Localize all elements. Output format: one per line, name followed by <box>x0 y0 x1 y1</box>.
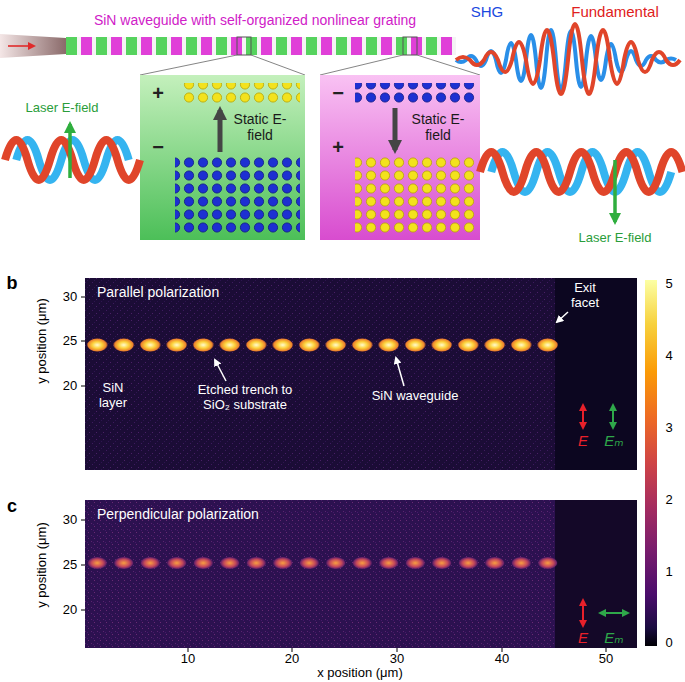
field-symbol: Eₘ <box>604 629 623 646</box>
zoom-box <box>237 37 251 55</box>
negative-charges <box>355 83 475 105</box>
static-field-arrow <box>218 110 223 152</box>
field-label: Laser E-field <box>579 231 652 246</box>
tick-label: 20 <box>63 603 77 618</box>
input-arrow <box>8 45 34 47</box>
panel-letter: b <box>7 273 18 294</box>
annotation: Etched trench to SiO₂ substrate <box>183 383 307 413</box>
tick-label: 30 <box>63 290 77 305</box>
axis-ticks <box>81 297 606 652</box>
tick-label: 50 <box>599 652 613 667</box>
microscope-image <box>85 278 637 470</box>
tick-label: 20 <box>285 652 299 667</box>
field-label: Static E-field <box>409 111 467 143</box>
polarization-arrow <box>582 405 584 428</box>
shg-grating-spots <box>84 555 558 571</box>
laser-field-arrow <box>613 160 617 222</box>
tick-label: 40 <box>495 652 509 667</box>
panel-title: Parallel polarization <box>97 284 219 300</box>
leader-line <box>396 358 404 386</box>
laser-field-arrow <box>68 124 72 178</box>
zoom-box <box>403 37 417 55</box>
field-symbol: E <box>578 629 588 646</box>
charge-block <box>320 75 480 240</box>
leader-line <box>215 360 226 381</box>
annotation: SiN waveguide <box>372 389 459 404</box>
negative-charges <box>175 155 300 235</box>
tick-label: 25 <box>63 558 77 573</box>
exit-region <box>555 278 637 470</box>
wave-label: SHG <box>471 3 504 20</box>
tick-label: 30 <box>63 513 77 528</box>
charge-sign: + <box>152 82 164 105</box>
charge-sign: − <box>332 82 344 105</box>
colorbar-tick: 5 <box>665 277 672 292</box>
annotation: SiN layer <box>95 381 131 411</box>
image-panel: Parallel polarization Exit facetSiN layer… <box>85 278 637 470</box>
waveguide-title: SiN waveguide with self-organized nonlin… <box>94 12 416 28</box>
tick-label: 30 <box>390 652 404 667</box>
colorbar-tick: 1 <box>665 565 672 580</box>
axis-title: x position (μm) <box>317 666 403 681</box>
charge-sign: − <box>152 136 164 159</box>
wave-label: Fundamental <box>571 3 659 20</box>
colorbar-tick: 4 <box>665 349 672 364</box>
field-label: Laser E-field <box>26 101 99 116</box>
annotation: Exit facet <box>563 281 607 311</box>
colorbar-tick: 3 <box>665 421 672 436</box>
fundamental-wave <box>456 24 680 94</box>
colorbar-tick: 0 <box>665 636 672 651</box>
tick-label: 25 <box>63 334 77 349</box>
shg-grating-spots <box>84 337 558 353</box>
polarization-arrow <box>612 405 614 428</box>
polarization-arrow <box>582 600 584 626</box>
field-label: Static E-field <box>231 111 289 143</box>
colorbar-tick: 2 <box>665 493 672 508</box>
colorbar <box>645 280 657 646</box>
static-field-arrow <box>393 108 398 150</box>
exit-region <box>555 500 637 648</box>
charge-block: + − Static E-field <box>140 75 305 240</box>
polarization-arrow <box>600 612 628 614</box>
charge-sign: + <box>332 136 344 159</box>
field-symbol: E <box>578 432 588 449</box>
helix-red <box>5 140 140 180</box>
panel-title: Perpendicular polarization <box>97 506 259 522</box>
field-symbol: Eₘ <box>604 432 623 449</box>
charge-block <box>140 75 305 240</box>
tick-label: 10 <box>181 652 195 667</box>
tick-label: 20 <box>63 379 77 394</box>
zoom-lines <box>140 55 480 75</box>
positive-charges <box>355 155 475 235</box>
waveguide-grating <box>66 37 456 55</box>
leader-line <box>557 312 568 322</box>
charge-block: − + Static E-field <box>320 75 480 240</box>
axis-title: y position (μm) <box>35 522 50 608</box>
helix-red <box>480 152 683 192</box>
image-panel: Perpendicular polarizationE Eₘ <box>85 500 637 648</box>
input-beam <box>0 34 66 58</box>
axis-title: y position (μm) <box>35 298 50 384</box>
microscope-image <box>85 500 637 648</box>
positive-charges <box>180 83 300 105</box>
panel-letter: c <box>7 496 17 517</box>
